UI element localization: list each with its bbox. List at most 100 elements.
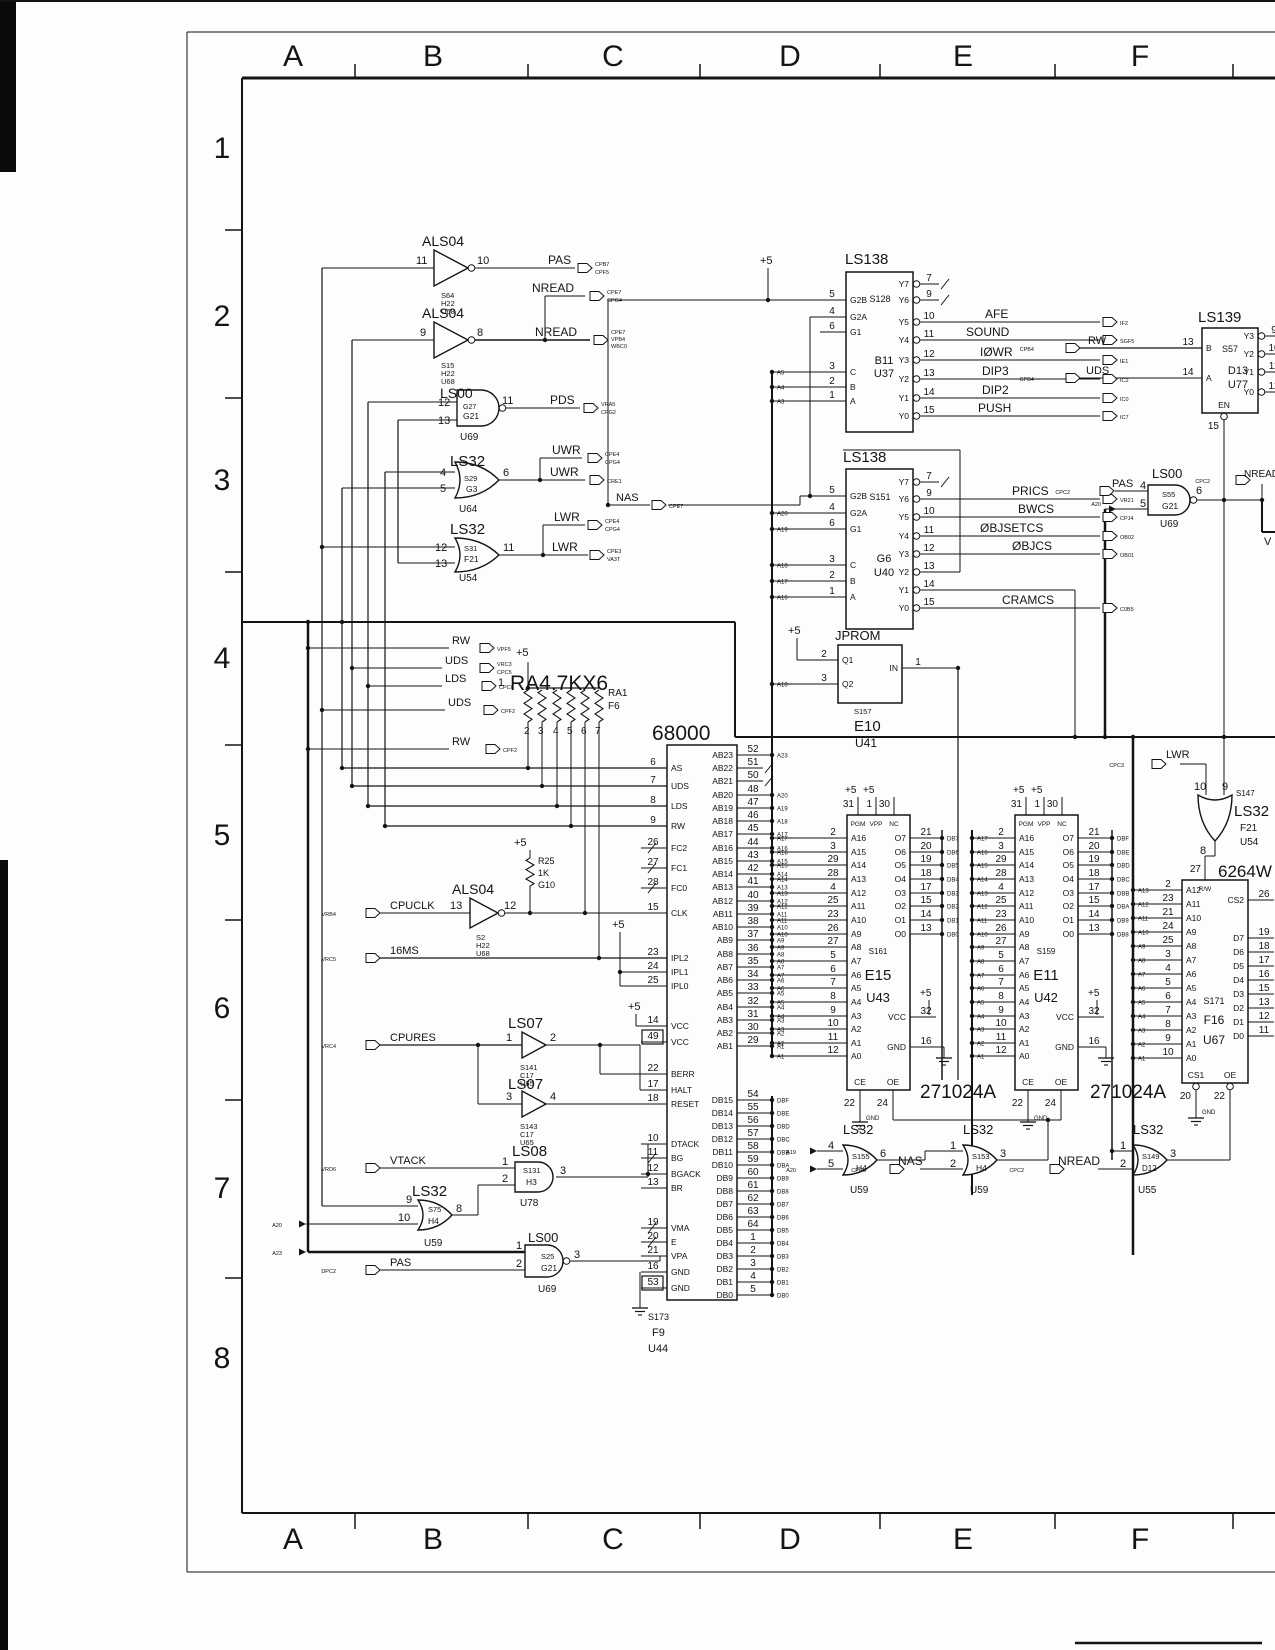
pin-label: AB9 [717,935,733,945]
pin-number: 19 [920,854,932,865]
schematic-text: 12 [435,542,447,554]
junction-dot [769,1123,775,1129]
pin-label: Y2 [899,567,910,577]
pin-number: 7 [650,775,656,786]
schematic-text: 3 [574,1249,580,1261]
resistor-icon [523,689,533,723]
signal-flag-icon [1102,603,1118,613]
schematic-text: 6 [880,1148,886,1160]
junction-dot [1109,917,1115,923]
junction-dot [769,924,775,930]
bus-tap-label: DBD [1117,864,1130,870]
schematic-text: LS00 [528,1230,558,1245]
ic-label: F16 [1204,1013,1225,1027]
bus-tap-label: A3 [777,1019,785,1025]
schematic-text: LWR [552,540,578,554]
schematic-text: LS32 [450,453,485,470]
pin-label: A2 [851,1024,862,1034]
bus-tap-label: A9 [977,946,985,952]
signal-flag-icon [1049,1164,1065,1174]
bus-tap-label: A5 [1138,1001,1146,1007]
pin-label: IPL2 [671,953,689,963]
schematic-text: 13 [435,558,447,570]
buf-gate-icon [521,1030,548,1060]
pin-number: 11 [924,329,935,340]
ic-label: E11 [1033,967,1059,984]
pin-number: 11 [996,1032,1007,1043]
pin-label: Q1 [842,655,854,665]
pin-number: 11 [1269,361,1275,372]
junction-dot [769,562,775,568]
pin-label: G2A [850,312,867,322]
ic-label: U77 [1228,379,1248,391]
flag-tag-label: CPC3 [1109,763,1124,769]
junction-dot [1130,901,1136,907]
or-gate-icon [416,1199,453,1231]
pin-label: G1 [850,524,862,534]
schematic-text: 2 [524,726,530,737]
junction-dot [1259,497,1265,503]
pin-label: D3 [1233,989,1244,999]
signal-flag-icon [1099,486,1115,496]
schematic-text: 2 [1120,1158,1126,1170]
bus-tap-icon [810,1147,817,1155]
inverter-bubble-icon [912,318,921,326]
schematic-text: S143 [520,1122,538,1131]
bus-tap-label: A9 [777,946,785,952]
flag-tag-label: DPC2 [321,1269,336,1275]
pin-number: 5 [750,1284,756,1295]
junction-dot [319,544,325,550]
flag-tag-label: CPC0 [499,685,514,691]
junction-dot [769,1136,775,1142]
pin-label: DB10 [712,1160,734,1170]
pin-label: AB19 [712,803,733,813]
pin-label: A4 [1019,997,1030,1007]
junction-dot [769,972,775,978]
schematic-text: U54 [459,573,478,584]
junction-dot [1130,1041,1136,1047]
pin-label: A9 [1019,929,1030,939]
junction-dot [969,917,975,923]
schematic-text: 13 [450,900,462,912]
schematic-text: +5 [1013,785,1025,796]
schematic-text: GND [1202,1110,1216,1116]
bus-tap-label: A17 [777,580,788,586]
ic-box [845,271,914,433]
pin-label: DTACK [671,1139,700,1149]
flag-tag-label: CPC3 [851,1168,866,1174]
pin-label: AB8 [717,949,733,959]
junction-dot [539,783,545,789]
pin-number: 20 [1088,841,1100,852]
pin-number: 12 [1258,1011,1270,1022]
bus-tap-label: A6 [1138,987,1146,993]
schematic-text: 8 [1200,845,1206,857]
pin-label: A10 [851,915,866,925]
pin-label: A16 [851,833,866,843]
pin-number: 11 [924,525,935,536]
no-connect-icon [764,762,774,774]
pin-label: O0 [895,929,907,939]
pin-number: 15 [1258,983,1270,994]
pin-label: A [850,396,856,406]
inverter-bubble-icon [1189,496,1198,504]
junction-dot [1109,903,1115,909]
pin-label: A [850,592,856,602]
junction-dot [769,594,775,600]
pin-label: CS1 [1188,1070,1205,1080]
schematic-text: JPROM [835,628,881,643]
flag-tag-label: WBC0 [611,344,627,350]
pin-label: DB4 [716,1238,733,1248]
pin-label: UDS [671,781,689,791]
signal-flag-icon [589,291,605,301]
junction-dot [1130,1055,1136,1061]
schematic-text: ALS04 [422,305,464,321]
pin-label: D7 [1233,933,1244,943]
pin-number: 18 [647,1093,659,1104]
bus-tap-label: A7 [977,974,985,980]
pin-label: Y1 [899,393,910,403]
pin-number: 59 [747,1154,759,1165]
pin-label: DB12 [712,1134,734,1144]
flag-tag-label: VPB4 [611,337,625,343]
junction-dot [596,955,602,961]
flag-tag-label: IF2 [1120,321,1128,327]
